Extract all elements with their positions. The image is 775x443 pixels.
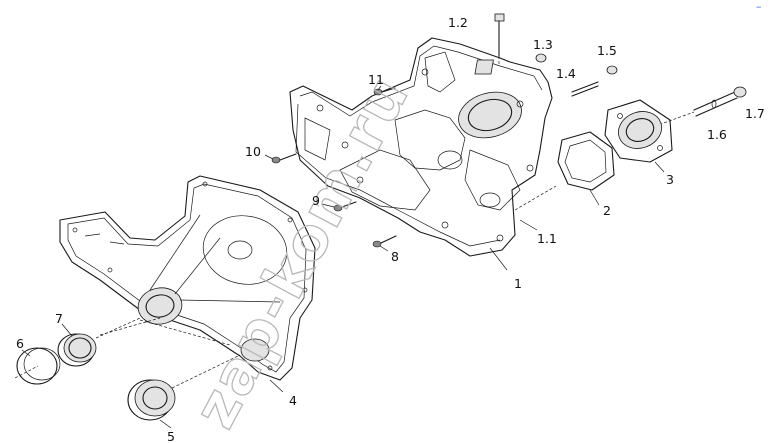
callout-1-5: 1.5 (597, 43, 617, 58)
small-fasteners (535, 53, 618, 97)
gear-housing (289, 37, 553, 257)
callout-3: 3 (666, 172, 674, 187)
housing-bolts (271, 87, 397, 248)
gasket (514, 131, 615, 211)
callout-6: 6 (16, 336, 24, 351)
top-bolt (494, 13, 505, 66)
front-cover (59, 175, 316, 381)
callout-8: 8 (391, 249, 399, 264)
callout-7: 7 (55, 311, 63, 326)
callout-1-1: 1.1 (537, 231, 557, 246)
callout-11: 11 (368, 72, 384, 87)
callout-5: 5 (167, 429, 175, 443)
leader-lines (21, 85, 665, 429)
watermark-text: zap-kom.ru (180, 64, 422, 438)
callout-labels: 1 1.1 1.2 1.3 1.4 1.5 1.6 1.7 2 3 4 5 6 … (16, 15, 765, 443)
callout-1-3: 1.3 (533, 37, 553, 52)
callout-10: 10 (245, 144, 261, 159)
callout-1: 1 (514, 276, 522, 291)
callout-9: 9 (312, 193, 320, 208)
callout-1-2: 1.2 (448, 15, 468, 30)
callout-1-4: 1.4 (556, 66, 576, 81)
shaft (649, 86, 747, 129)
callout-1-6: 1.6 (707, 127, 727, 142)
callout-2: 2 (603, 203, 611, 218)
callout-4: 4 (289, 393, 297, 408)
flange-cover (604, 99, 673, 163)
corner-marker: – (756, 0, 762, 13)
callout-1-7: 1.7 (745, 106, 765, 121)
seals (14, 317, 241, 421)
